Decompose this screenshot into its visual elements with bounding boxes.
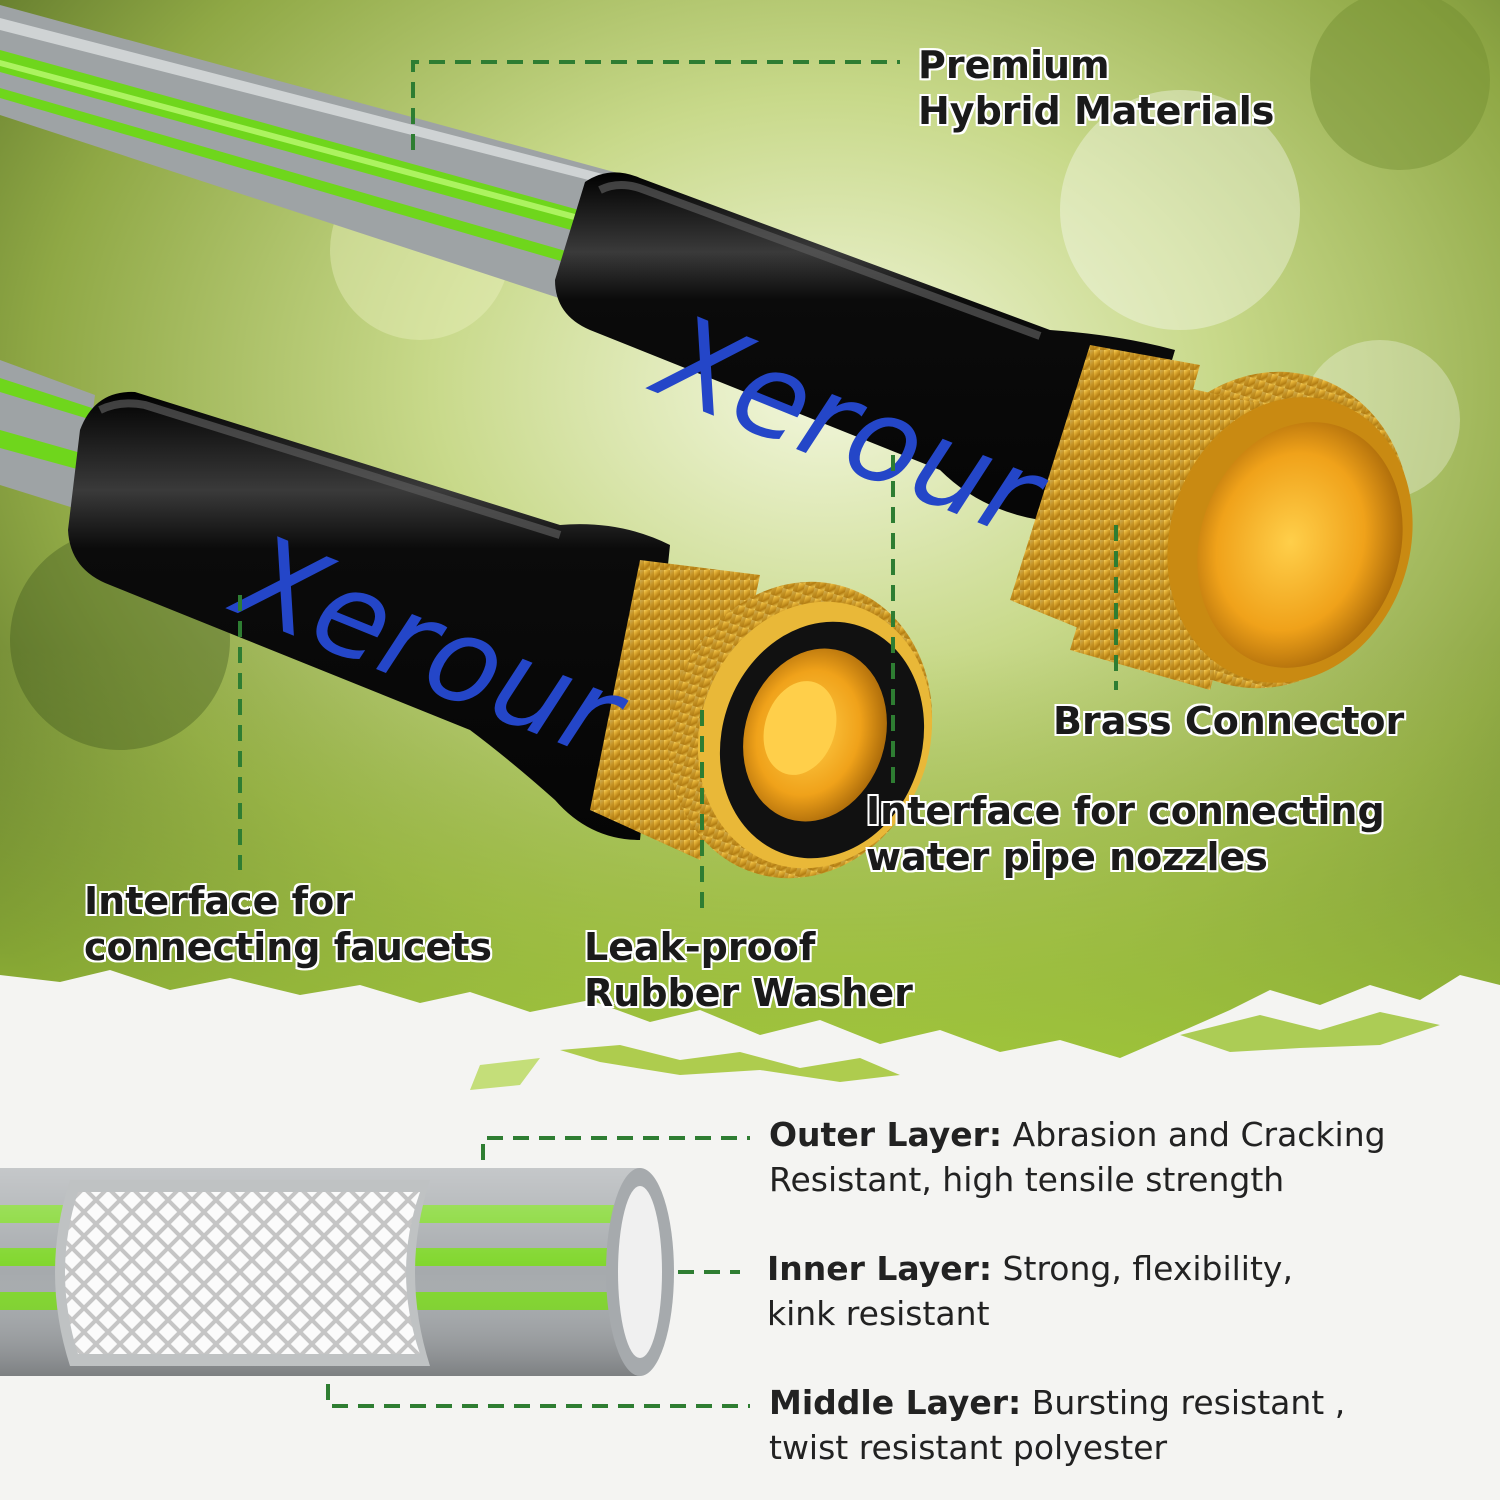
male-brass-connector bbox=[1010, 345, 1413, 690]
inner-layer-text: Strong, flexibility, kink resistant bbox=[767, 1249, 1293, 1333]
callout-nozzle-interface: Interface for connecting water pipe nozz… bbox=[866, 789, 1385, 879]
middle-layer-description: Middle Layer: Bursting resistant , twist… bbox=[769, 1380, 1409, 1470]
inner-layer-title: Inner Layer: bbox=[767, 1249, 993, 1288]
upper-sleeve bbox=[555, 172, 1175, 535]
layer-leaders bbox=[326, 1136, 750, 1408]
female-brass-connector bbox=[590, 560, 933, 879]
inner-layer-description: Inner Layer: Strong, flexibility, kink r… bbox=[767, 1246, 1367, 1336]
upper-hose bbox=[0, 5, 625, 300]
callout-brass-connector: Brass Connector bbox=[1053, 699, 1405, 743]
middle-layer-title: Middle Layer: bbox=[769, 1383, 1022, 1422]
callout-leaders bbox=[238, 60, 1118, 915]
outer-layer-text: Abrasion and Cracking Resistant, high te… bbox=[769, 1115, 1386, 1199]
callout-rubber-washer: Leak-proof Rubber Washer bbox=[584, 925, 913, 1015]
outer-layer-title: Outer Layer: bbox=[769, 1115, 1003, 1154]
middle-layer-text: Bursting resistant , twist resistant pol… bbox=[769, 1383, 1346, 1467]
hose-cross-section bbox=[0, 1168, 674, 1376]
outer-layer-description: Outer Layer: Abrasion and Cracking Resis… bbox=[769, 1112, 1489, 1202]
callout-premium-materials: Premium Hybrid Materials bbox=[918, 43, 1275, 133]
lower-sleeve bbox=[68, 391, 670, 840]
callout-faucet-interface: Interface for connecting faucets bbox=[84, 879, 493, 969]
lower-hose bbox=[0, 360, 95, 510]
